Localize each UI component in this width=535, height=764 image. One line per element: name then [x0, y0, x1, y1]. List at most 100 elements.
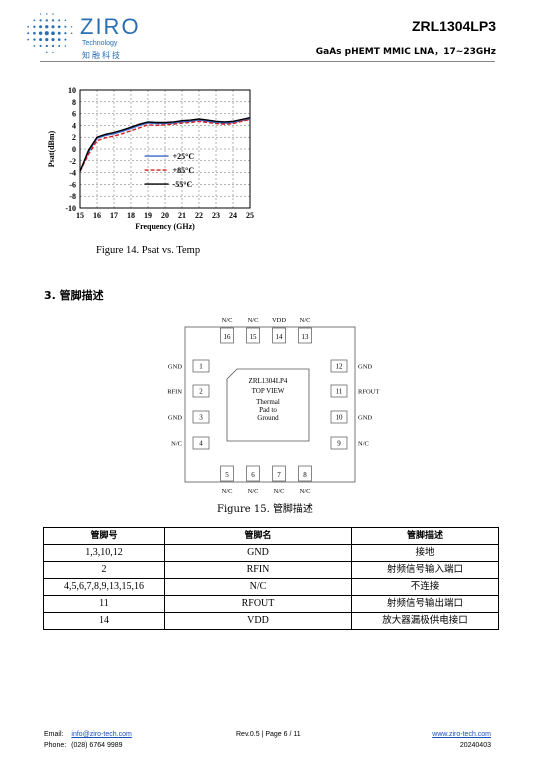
logo-dot: [45, 25, 49, 29]
logo-dot: [39, 44, 42, 48]
email-link[interactable]: info@ziro-tech.com: [71, 731, 132, 738]
pin-table: 管脚号 管脚名 管脚描述 1,3,10,12 GND 接地 2 RFIN 射频信…: [43, 527, 499, 630]
logo-dot: [52, 13, 54, 15]
logo-dot: [27, 32, 30, 35]
pin-label-top: N/C: [222, 317, 233, 324]
pin-label-left: N/C: [171, 441, 182, 448]
pin-label-left: GND: [168, 364, 182, 371]
pin-number-left: 2: [199, 388, 203, 396]
logo-dot: [57, 31, 61, 35]
column-header: 管脚号: [43, 527, 165, 545]
pin-label-top: N/C: [300, 317, 311, 324]
plot-frame: [79, 89, 251, 209]
logo-dot: [51, 44, 55, 48]
series-line-0: [79, 118, 251, 172]
column-header: 管脚描述: [351, 527, 499, 545]
pin-label-top: N/C: [248, 317, 259, 324]
logo-dot: [58, 19, 61, 22]
logo-dot: [44, 31, 49, 36]
logo-subtitle-cn: 知融科技: [82, 51, 122, 60]
logo-dot: [58, 45, 61, 47]
logo-dot: [64, 32, 67, 35]
website-link[interactable]: www.ziro-tech.com: [432, 731, 491, 738]
logo-dot: [64, 25, 67, 28]
y-tick-label: 6: [72, 110, 76, 119]
x-tick-label: 17: [110, 211, 118, 220]
pin-number-cell: 14: [43, 612, 165, 630]
table-header-row: 管脚号 管脚名 管脚描述: [43, 527, 499, 545]
logo-dot: [57, 25, 61, 29]
pin-number-right: 12: [336, 363, 344, 371]
y-tick-label: -8: [69, 192, 76, 201]
legend-label: +85°C: [173, 166, 195, 175]
pin-label-left: GND: [168, 415, 182, 422]
footer-revision: Rev.0.5 | Page 6 / 11: [236, 731, 301, 738]
pin-label-right: N/C: [358, 441, 369, 448]
document-subtitle: GaAs pHEMT MMIC LNA，17~23GHz: [315, 47, 496, 57]
pin-desc-cell: 不连接: [351, 578, 499, 596]
pin-pad-top: [298, 327, 312, 344]
x-axis-label: Frequency (GHz): [135, 222, 195, 231]
logo-dot: [46, 13, 48, 15]
pin-pad-right: [330, 384, 348, 398]
pin-number-cell: 4,5,6,7,8,9,13,15,16: [43, 578, 165, 596]
thermal-pad: [226, 368, 310, 442]
x-tick-label: 18: [127, 211, 135, 220]
pin-number-cell: 11: [43, 595, 165, 613]
pin-name-cell: RFOUT: [164, 595, 352, 613]
series-line-2: [79, 117, 251, 172]
pin-pad-right: [330, 410, 348, 424]
logo-dot: [70, 26, 73, 28]
pin-pad-bottom: [298, 465, 312, 482]
y-axis-label: Psat(dBm): [47, 130, 56, 167]
logo-dot: [52, 51, 54, 54]
logo-subtitle-en: Technology: [82, 40, 118, 47]
y-tick-label: -2: [69, 157, 76, 166]
pad-text: Thermal: [256, 398, 280, 406]
pin-number-left: 1: [199, 363, 203, 371]
x-tick-label: 15: [76, 211, 84, 220]
pin-label-bottom: N/C: [222, 488, 233, 495]
pin-label-bottom: N/C: [248, 488, 259, 495]
pad-text: Ground: [257, 414, 279, 422]
header-divider: [40, 61, 495, 62]
pin-number-right: 9: [337, 440, 341, 448]
pin-label-bottom: N/C: [274, 488, 285, 495]
y-tick-label: -6: [69, 180, 76, 189]
logo-dot: [46, 51, 48, 54]
pad-text: Pad to: [259, 406, 277, 414]
footer-phone: Phone: (028) 6764 9989: [44, 742, 123, 749]
pin-pad-left: [192, 436, 210, 450]
pin-label-right: GND: [358, 364, 372, 371]
logo-dot: [51, 31, 55, 36]
pin-pad-bottom: [220, 465, 234, 482]
y-tick-label: -10: [65, 204, 76, 213]
pin-desc-cell: 射频信号输出端口: [351, 595, 499, 613]
y-tick-label: 2: [72, 133, 76, 142]
pin-number-bottom: 7: [277, 471, 281, 479]
pin-pad-top: [272, 327, 286, 344]
pin-number-cell: 1,3,10,12: [43, 544, 165, 562]
pin-label-top: VDD: [272, 317, 286, 324]
logo-dot: [51, 38, 55, 42]
x-tick-label: 22: [195, 211, 203, 220]
legend-label: +25°C: [173, 152, 195, 161]
figure-15-caption: Figure 15. 管脚描述: [217, 504, 313, 515]
column-header: 管脚名: [164, 527, 352, 545]
email-label: Email:: [44, 731, 64, 738]
pin-pad-left: [192, 359, 210, 373]
pin-pad-top: [246, 327, 260, 344]
logo-dot: [45, 44, 48, 48]
y-tick-label: 10: [68, 86, 76, 95]
logo-dot: [33, 25, 36, 29]
logo-dot: [33, 31, 36, 35]
pin-name-cell: N/C: [164, 578, 352, 596]
pin-name-cell: RFIN: [164, 561, 352, 579]
y-tick-label: -4: [69, 169, 76, 178]
pin-pad-bottom: [272, 465, 286, 482]
pin-number-top: 15: [250, 333, 258, 341]
pin-label-right: GND: [358, 415, 372, 422]
pin-desc-cell: 放大器漏极供电接口: [351, 612, 499, 630]
